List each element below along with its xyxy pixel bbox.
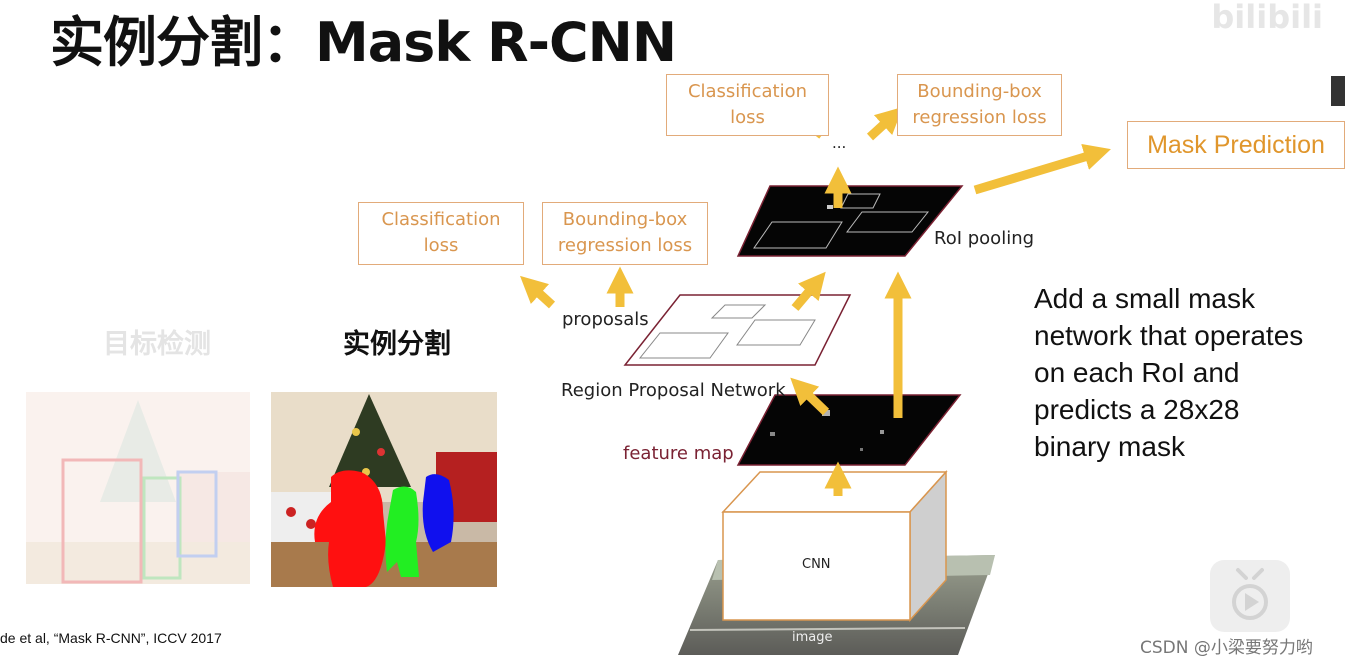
top-bbox-loss-line2: regression loss (912, 107, 1047, 128)
image-label: image (792, 630, 833, 645)
arrow-proposals-to-cls (520, 275, 556, 309)
ellipsis: ... (832, 134, 847, 152)
feature-map-label: feature map (623, 443, 734, 464)
arrow-to-mask-prediction (973, 143, 1111, 195)
arrow-rpn-to-roi (791, 271, 826, 311)
detection-example-image (26, 392, 250, 584)
top-cls-loss-line1: Classification (687, 81, 808, 102)
csdn-watermark: CSDN @小梁要努力哟 (1140, 638, 1313, 658)
slide-title: 实例分割：Mask R-CNN (50, 11, 677, 74)
side-tab[interactable] (1331, 76, 1345, 106)
proposals-plane (623, 294, 852, 366)
roi-pooling-label: RoI pooling (934, 228, 1035, 249)
arrow-to-top-bbox (866, 106, 903, 141)
feature-map-plane (736, 394, 962, 466)
mid-classification-loss-box: Classification loss (358, 202, 524, 265)
top-cls-loss-line2: loss (730, 107, 765, 128)
instance-seg-caption: 实例分割 (343, 329, 451, 360)
top-bbox-loss-line1: Bounding-box (917, 81, 1042, 102)
citation: de et al, “Mask R-CNN”, ICCV 2017 (0, 630, 222, 646)
mid-cls-loss-line2: loss (423, 235, 459, 256)
play-icon (1232, 568, 1268, 620)
arrow-feature-to-rpn (790, 377, 830, 416)
mid-bbox-loss-box: Bounding-box regression loss (542, 202, 708, 265)
mid-bbox-loss-line2: regression loss (557, 235, 693, 256)
description-line-3: on each RoI and (1034, 357, 1240, 388)
top-classification-loss-box: Classification loss (666, 74, 829, 136)
rpn-label: Region Proposal Network (561, 380, 786, 401)
bilibili-watermark: bilibili (1211, 0, 1323, 36)
description-line-2: network that operates (1034, 320, 1304, 351)
cnn-block (721, 470, 948, 622)
proposals-label: proposals (562, 309, 649, 330)
mid-cls-loss-line1: Classification (381, 209, 501, 230)
description-line-4: predicts a 28x28 (1034, 394, 1240, 425)
mid-bbox-loss-line1: Bounding-box (562, 209, 688, 230)
detection-caption: 目标检测 (103, 329, 211, 360)
top-bbox-loss-box: Bounding-box regression loss (897, 74, 1062, 136)
play-overlay[interactable] (1210, 560, 1290, 632)
description-line-1: Add a small mask (1034, 283, 1255, 314)
description-text: Add a small mask network that operates o… (1034, 280, 1334, 465)
instance-segmentation-image (271, 392, 497, 587)
mask-prediction-box: Mask Prediction (1127, 121, 1345, 169)
cnn-label: CNN (802, 557, 831, 572)
flow-arrows (520, 106, 1111, 496)
roi-pooling-plane (736, 185, 964, 257)
description-line-5: binary mask (1034, 431, 1185, 462)
